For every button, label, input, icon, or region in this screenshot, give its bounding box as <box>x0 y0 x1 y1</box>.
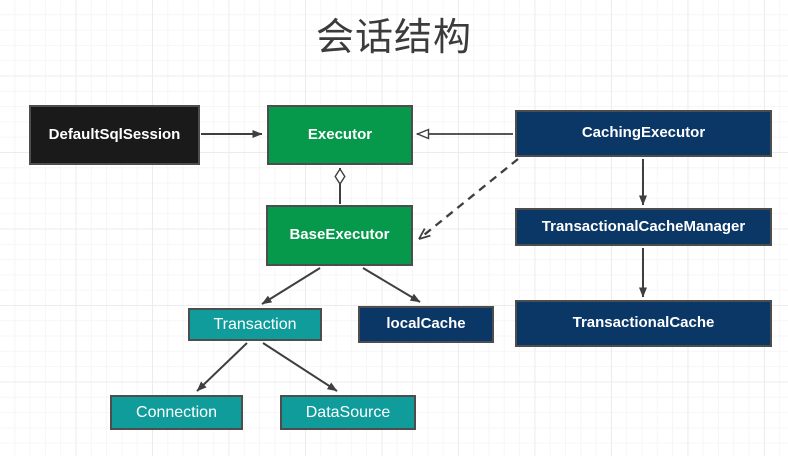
node-caching-executor[interactable]: CachingExecutor <box>515 110 772 157</box>
edge-caching-executor-to-base-executor <box>418 158 519 240</box>
edge-transaction-to-data-source <box>262 342 338 392</box>
edge-transaction-to-connection <box>196 342 248 392</box>
page-title: 会话结构 <box>315 15 472 59</box>
node-label: TransactionalCacheManager <box>541 217 746 235</box>
node-connection[interactable]: Connection <box>110 395 243 430</box>
node-label: Executor <box>307 125 373 143</box>
edge-base-executor-to-local-cache <box>362 267 421 303</box>
node-transactional-cache-manager[interactable]: TransactionalCacheManager <box>515 208 772 246</box>
edge-base-executor-to-transaction <box>261 267 321 305</box>
node-label: localCache <box>386 315 466 333</box>
node-label: CachingExecutor <box>581 124 706 142</box>
node-label: DataSource <box>305 403 391 421</box>
node-base-executor[interactable]: BaseExecutor <box>266 205 413 266</box>
node-label: TransactionalCache <box>572 314 715 332</box>
node-transactional-cache[interactable]: TransactionalCache <box>515 300 772 347</box>
node-default-sql-session[interactable]: DefaultSqlSession <box>29 105 200 165</box>
node-label: DefaultSqlSession <box>48 125 181 143</box>
node-label: Transaction <box>213 315 297 333</box>
node-local-cache[interactable]: localCache <box>358 306 494 343</box>
node-executor[interactable]: Executor <box>267 105 413 165</box>
node-data-source[interactable]: DataSource <box>280 395 416 430</box>
node-label: Connection <box>136 403 217 421</box>
node-transaction[interactable]: Transaction <box>188 308 322 341</box>
node-label: BaseExecutor <box>289 226 390 244</box>
